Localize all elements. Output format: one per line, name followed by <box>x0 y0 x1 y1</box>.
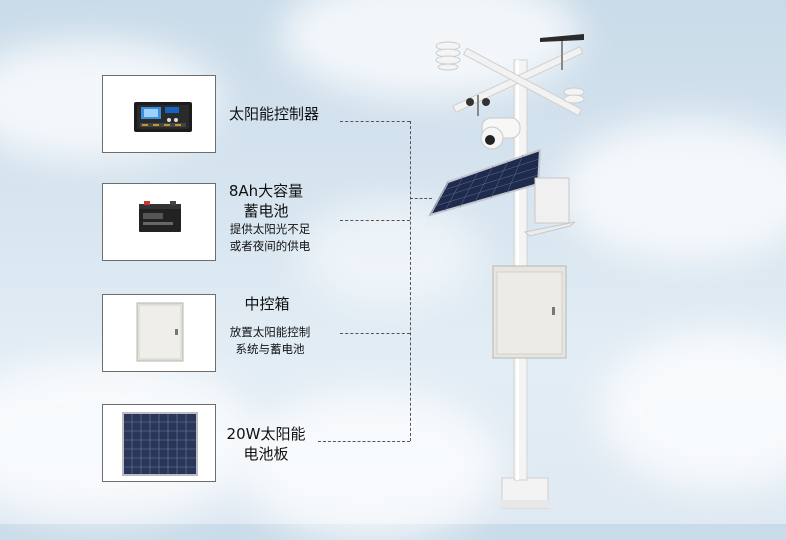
battery-desc-line2: 或者夜间的供电 <box>229 239 311 253</box>
solar-panel-image <box>122 412 198 476</box>
connector-controller <box>340 121 410 122</box>
weather-station-illustration <box>427 34 585 509</box>
connector-battery <box>340 220 410 221</box>
connector-panel <box>318 441 410 442</box>
battery-image <box>139 201 181 232</box>
battery-desc-line1: 提供太阳光不足 <box>229 222 311 236</box>
solar-controller-image <box>134 102 192 132</box>
battery-card <box>102 183 216 261</box>
control-box-image <box>136 302 184 362</box>
controller-title: 太阳能控制器 <box>228 105 319 123</box>
control-box-desc-line1: 放置太阳能控制 <box>229 325 311 339</box>
connector-trunk <box>410 121 411 441</box>
control-box-card <box>102 294 216 372</box>
control-box-title: 中控箱 <box>244 295 290 313</box>
connector-to-station <box>410 198 432 199</box>
control-box-desc-line2: 系统与蓄电池 <box>235 342 305 356</box>
controller-card <box>102 75 216 153</box>
battery-title: 8Ah大容量 蓄电池 <box>228 182 304 220</box>
solar-panel-title: 20W太阳能 电池板 <box>226 425 306 463</box>
connector-box <box>340 333 410 334</box>
solar-panel-card <box>102 404 216 482</box>
